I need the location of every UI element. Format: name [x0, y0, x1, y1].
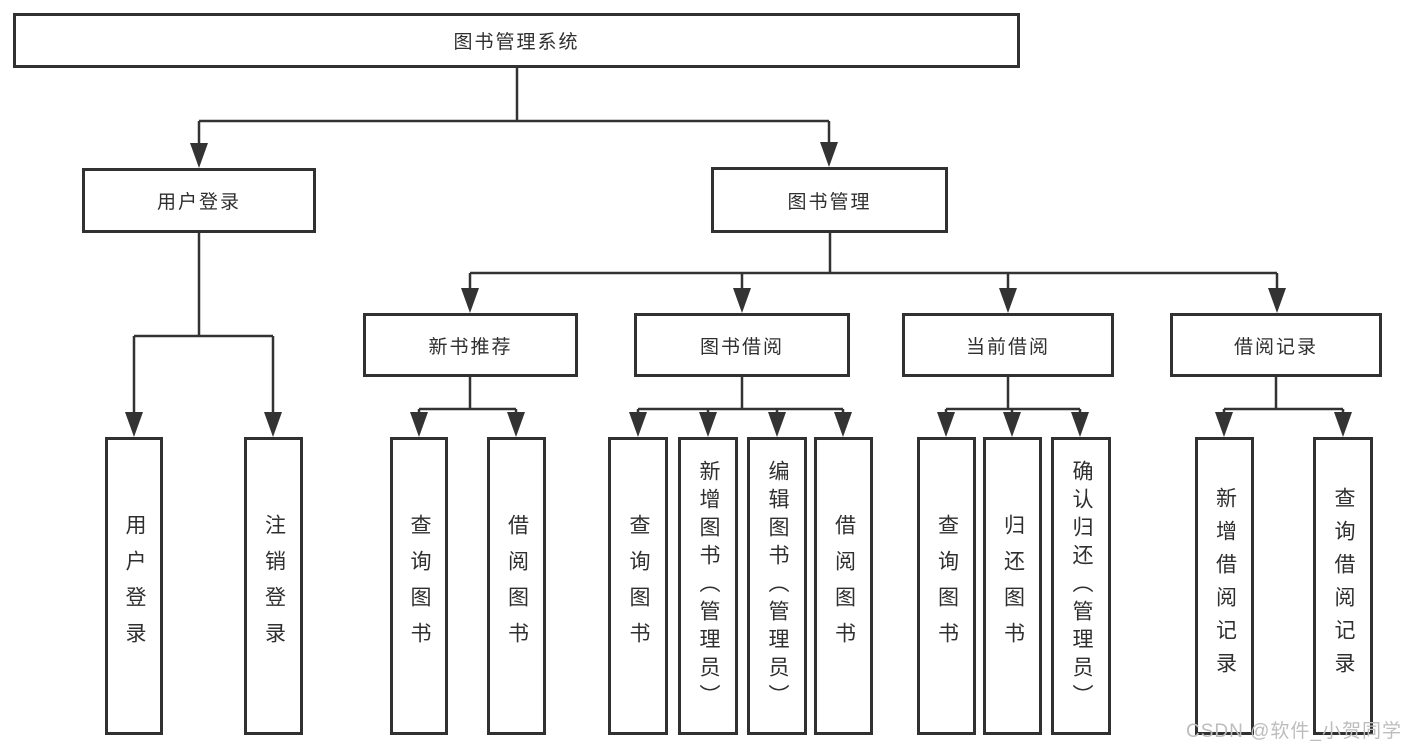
node-book-management: 图书管理 — [711, 167, 948, 233]
leaf-user-login: 用户登录 — [105, 437, 163, 735]
leaf-add-borrow-record: 新增借阅记录 — [1195, 437, 1254, 735]
leaf-query-books-2: 查询图书 — [608, 437, 668, 735]
arrowheads — [125, 142, 1352, 437]
leaf-return-books: 归还图书 — [983, 437, 1042, 735]
node-user-login-group: 用户登录 — [82, 168, 316, 233]
leaf-query-borrow-record: 查询借阅记录 — [1313, 437, 1373, 735]
node-current-borrow: 当前借阅 — [902, 313, 1114, 377]
leaf-query-books-1: 查询图书 — [390, 437, 448, 735]
node-book-borrow: 图书借阅 — [634, 313, 850, 377]
node-borrow-records: 借阅记录 — [1170, 313, 1382, 377]
leaf-logout: 注销登录 — [244, 437, 303, 735]
leaf-borrow-books-1: 借阅图书 — [487, 437, 546, 735]
leaf-confirm-return-admin: 确认归还（管理员） — [1051, 437, 1111, 735]
csdn-watermark: CSDN @软件_小贺同学 — [1186, 721, 1402, 742]
leaf-query-books-3: 查询图书 — [917, 437, 976, 735]
leaf-borrow-books-2: 借阅图书 — [814, 437, 873, 735]
leaf-add-books-admin: 新增图书（管理员） — [678, 437, 738, 735]
node-new-book-recommend: 新书推荐 — [363, 313, 578, 377]
leaf-edit-books-admin: 编辑图书（管理员） — [747, 437, 807, 735]
node-library-system: 图书管理系统 — [13, 13, 1020, 68]
